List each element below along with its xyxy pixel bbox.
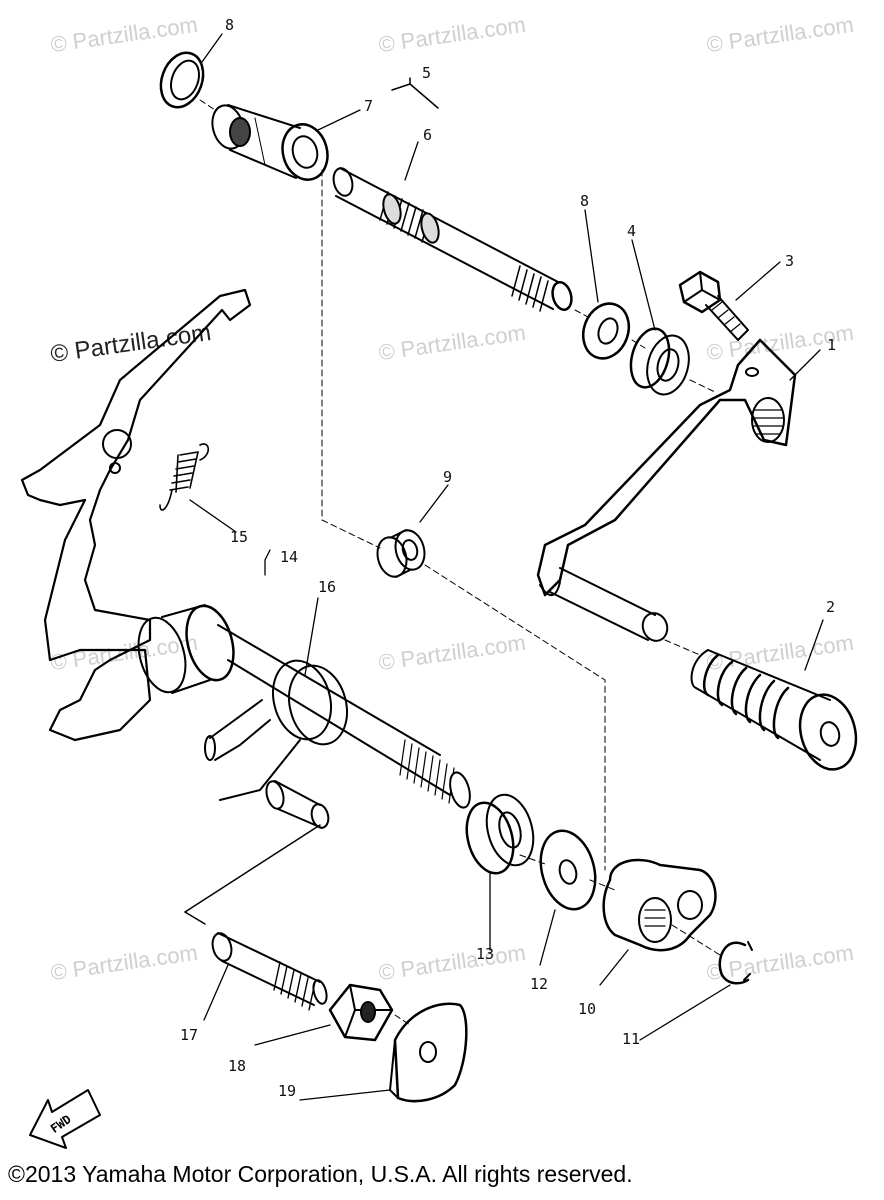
callout-9: 9 bbox=[443, 468, 453, 486]
oil-seal-4 bbox=[629, 327, 690, 396]
arm-10 bbox=[602, 858, 717, 952]
shift-shaft-14 bbox=[137, 604, 471, 809]
washer-8-top bbox=[159, 51, 205, 109]
collar-7 bbox=[211, 104, 329, 181]
spring-15 bbox=[159, 443, 210, 511]
callout-3: 3 bbox=[785, 252, 795, 270]
callout-6: 6 bbox=[423, 126, 433, 144]
callout-7: 7 bbox=[364, 97, 374, 115]
callout-bracket-5 bbox=[391, 77, 439, 109]
shift-shaft-6 bbox=[332, 167, 573, 312]
callout-15: 15 bbox=[230, 528, 249, 546]
callout-12: 12 bbox=[530, 975, 549, 993]
plate-19 bbox=[389, 1002, 468, 1103]
shift-pedal-1 bbox=[536, 338, 797, 642]
collar-9 bbox=[376, 529, 426, 578]
callout-13: 13 bbox=[476, 945, 495, 963]
spring-16 bbox=[204, 659, 348, 801]
callout-8-mid: 8 bbox=[580, 192, 590, 210]
callout-18: 18 bbox=[228, 1057, 247, 1075]
washer-12 bbox=[539, 829, 597, 911]
nut-18 bbox=[328, 983, 394, 1042]
oil-seal-13 bbox=[465, 793, 535, 875]
callout-19: 19 bbox=[278, 1082, 297, 1100]
alignment-lines bbox=[199, 99, 721, 1026]
pin bbox=[265, 780, 330, 829]
rubber-peg-2 bbox=[690, 649, 858, 771]
callout-16: 16 bbox=[318, 578, 337, 596]
callout-4: 4 bbox=[627, 222, 637, 240]
callout-1: 1 bbox=[827, 336, 837, 354]
leader-lines bbox=[189, 33, 824, 1101]
bolt-3 bbox=[678, 270, 749, 341]
callout-8-top: 8 bbox=[225, 16, 235, 34]
copyright-notice: ©2013 Yamaha Motor Corporation, U.S.A. A… bbox=[8, 1161, 633, 1187]
bolt-17 bbox=[211, 932, 328, 1011]
callout-bracket-17 bbox=[184, 824, 321, 925]
washer-8-mid bbox=[581, 302, 631, 360]
callout-17: 17 bbox=[180, 1026, 199, 1044]
shift-plate-14 bbox=[20, 288, 252, 742]
callout-14: 14 bbox=[280, 548, 299, 566]
circlip-11 bbox=[718, 941, 753, 985]
callout-5: 5 bbox=[422, 64, 432, 82]
callout-11: 11 bbox=[622, 1030, 641, 1048]
callout-2: 2 bbox=[826, 598, 836, 616]
fwd-arrow-icon bbox=[29, 1089, 101, 1149]
exploded-parts-diagram bbox=[20, 33, 858, 1149]
callout-10: 10 bbox=[578, 1000, 597, 1018]
